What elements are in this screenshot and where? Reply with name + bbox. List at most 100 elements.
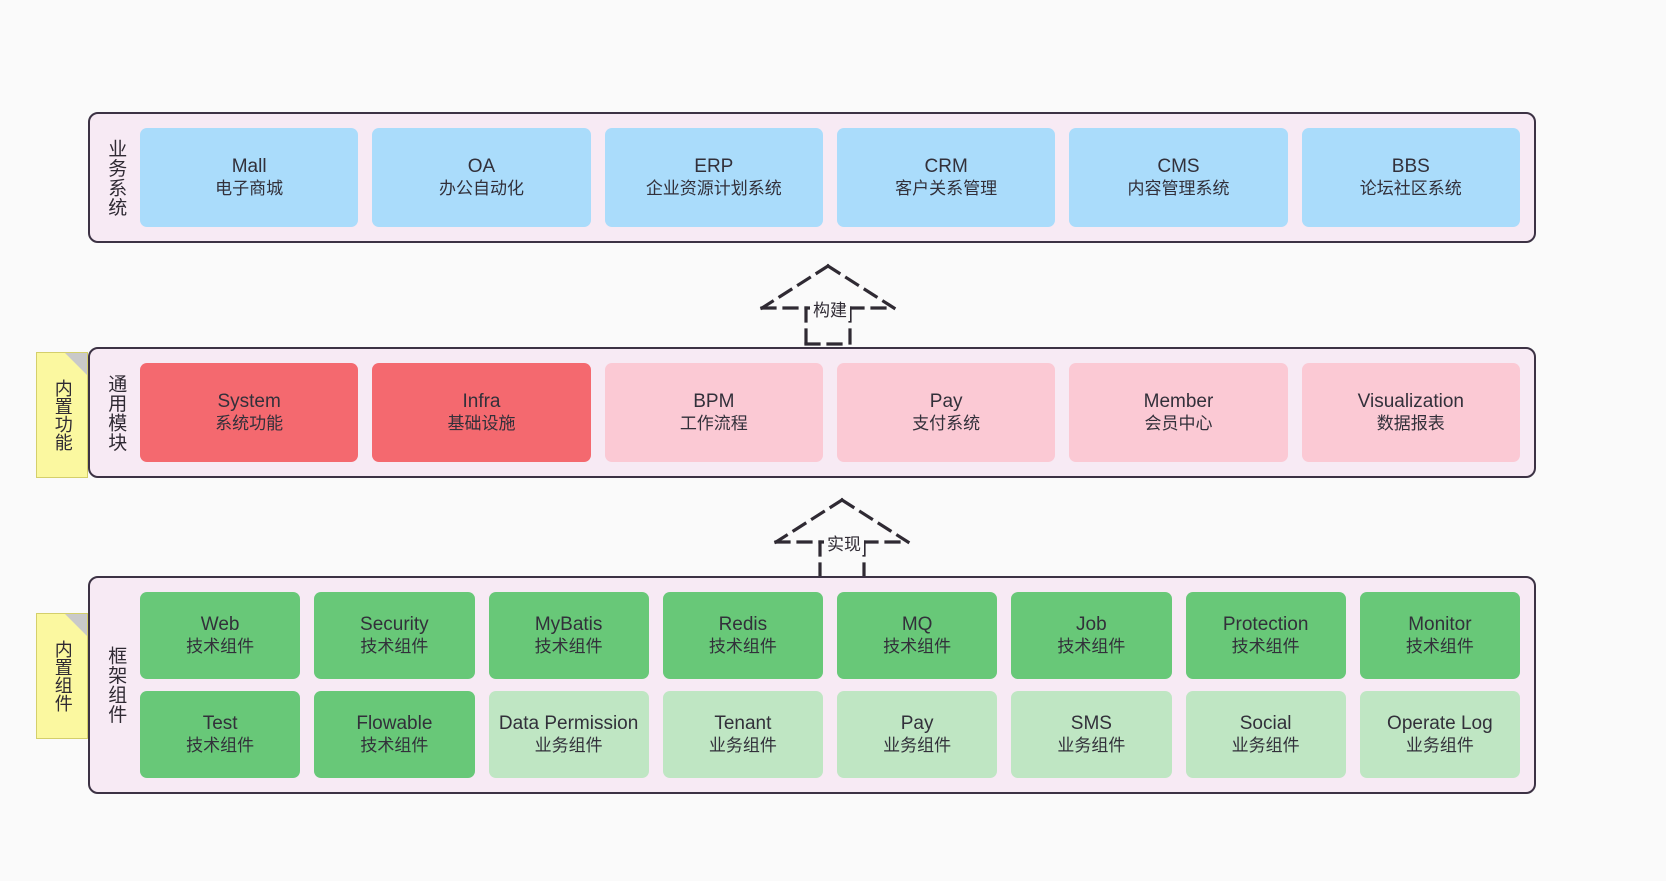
node-visualization[interactable]: Visualization 数据报表 (1301, 363, 1520, 462)
business-system-nodes: Mall 电子商城 OA 办公自动化 ERP 企业资源计划系统 CRM 客户关系… (140, 114, 1534, 241)
node-title: MQ (901, 613, 933, 635)
node-subtitle: 电子商城 (215, 178, 284, 198)
node-title: Flowable (356, 712, 433, 734)
node-subtitle: 基础设施 (447, 413, 516, 433)
node-crm[interactable]: CRM 客户关系管理 (836, 128, 1056, 227)
node-subtitle: 办公自动化 (438, 178, 524, 198)
node-monitor[interactable]: Monitor 技术组件 (1359, 592, 1520, 679)
node-mybatis[interactable]: MyBatis 技术组件 (488, 592, 649, 679)
node-tenant[interactable]: Tenant 业务组件 (662, 691, 823, 778)
note-fold-corner (65, 614, 87, 636)
node-subtitle: 系统功能 (215, 413, 284, 433)
node-pay-module[interactable]: Pay 支付系统 (836, 363, 1056, 462)
node-title: Data Permission (498, 712, 639, 734)
node-title: Operate Log (1387, 712, 1493, 734)
node-subtitle: 技术组件 (360, 735, 429, 755)
node-title: Job (1076, 613, 1107, 635)
node-protection[interactable]: Protection 技术组件 (1185, 592, 1346, 679)
node-subtitle: 业务组件 (1405, 735, 1474, 755)
node-subtitle: 技术组件 (186, 735, 255, 755)
node-subtitle: 客户关系管理 (895, 178, 998, 198)
node-subtitle: 业务组件 (534, 735, 603, 755)
node-title: ERP (694, 155, 734, 177)
node-title: MyBatis (534, 613, 603, 635)
node-bpm[interactable]: BPM 工作流程 (604, 363, 823, 462)
note-label: 内置功能 (52, 379, 73, 451)
node-subtitle: 业务组件 (883, 735, 952, 755)
node-bbs[interactable]: BBS 论坛社区系统 (1301, 128, 1520, 227)
node-system[interactable]: System 系统功能 (140, 363, 359, 462)
node-redis[interactable]: Redis 技术组件 (662, 592, 823, 679)
node-title: SMS (1070, 712, 1112, 734)
framework-row-business: Test 技术组件 Flowable 技术组件 Data Permission … (140, 691, 1520, 778)
note-fold-corner (65, 353, 87, 375)
node-title: CMS (1157, 155, 1200, 177)
node-title: Infra (462, 390, 501, 412)
node-erp[interactable]: ERP 企业资源计划系统 (604, 128, 823, 227)
node-member[interactable]: Member 会员中心 (1069, 363, 1288, 462)
node-subtitle: 技术组件 (186, 636, 255, 656)
layer-business-system: 业务系统 Mall 电子商城 OA 办公自动化 ERP 企业资源计划系统 CRM… (88, 112, 1536, 243)
node-oa[interactable]: OA 办公自动化 (372, 128, 591, 227)
node-operate-log[interactable]: Operate Log 业务组件 (1359, 691, 1520, 778)
connector-implement-label: 实现 (824, 530, 864, 555)
node-subtitle: 技术组件 (883, 636, 952, 656)
node-title: Tenant (714, 712, 772, 734)
connector-implement: 实现 (772, 496, 912, 582)
node-title: Mall (231, 155, 267, 177)
node-title: Pay (900, 712, 934, 734)
node-title: OA (467, 155, 496, 177)
connector-build: 构建 (758, 262, 898, 348)
node-subtitle: 技术组件 (708, 636, 777, 656)
node-title: Social (1239, 712, 1292, 734)
node-subtitle: 工作流程 (679, 413, 748, 433)
node-title: BPM (693, 390, 735, 412)
framework-row-tech: Web 技术组件 Security 技术组件 MyBatis 技术组件 Redi… (140, 592, 1520, 679)
node-subtitle: 业务组件 (1057, 735, 1126, 755)
node-pay-component[interactable]: Pay 业务组件 (837, 691, 998, 778)
common-module-nodes: System 系统功能 Infra 基础设施 BPM 工作流程 Pay 支付系统… (140, 349, 1534, 476)
node-subtitle: 会员中心 (1144, 413, 1213, 433)
node-test[interactable]: Test 技术组件 (140, 691, 301, 778)
layer-framework-component: 框架组件 Web 技术组件 Security 技术组件 MyBatis 技术组件… (88, 576, 1536, 794)
node-title: Monitor (1408, 613, 1472, 635)
connector-build-label: 构建 (810, 296, 850, 321)
node-subtitle: 技术组件 (360, 636, 429, 656)
node-security[interactable]: Security 技术组件 (314, 592, 475, 679)
node-title: BBS (1391, 155, 1430, 177)
node-subtitle: 企业资源计划系统 (645, 178, 782, 198)
node-subtitle: 内容管理系统 (1127, 178, 1230, 198)
node-subtitle: 数据报表 (1376, 413, 1445, 433)
node-title: Pay (929, 390, 963, 412)
node-mq[interactable]: MQ 技术组件 (837, 592, 998, 679)
node-mall[interactable]: Mall 电子商城 (140, 128, 359, 227)
framework-component-nodes: Web 技术组件 Security 技术组件 MyBatis 技术组件 Redi… (140, 578, 1534, 792)
node-subtitle: 业务组件 (1231, 735, 1300, 755)
node-subtitle: 支付系统 (912, 413, 981, 433)
node-title: Redis (718, 613, 768, 635)
node-sms[interactable]: SMS 业务组件 (1011, 691, 1172, 778)
node-flowable[interactable]: Flowable 技术组件 (314, 691, 475, 778)
node-title: Web (200, 613, 240, 635)
node-subtitle: 技术组件 (1057, 636, 1126, 656)
node-subtitle: 论坛社区系统 (1359, 178, 1462, 198)
node-title: Security (360, 613, 429, 635)
node-title: System (217, 390, 281, 412)
node-social[interactable]: Social 业务组件 (1185, 691, 1346, 778)
node-title: Test (202, 712, 238, 734)
node-title: Member (1143, 390, 1214, 412)
node-subtitle: 技术组件 (1405, 636, 1474, 656)
node-title: CRM (924, 155, 968, 177)
node-title: Visualization (1357, 390, 1464, 412)
note-builtin-function: 内置功能 (36, 352, 88, 478)
node-subtitle: 技术组件 (1231, 636, 1300, 656)
node-title: Protection (1222, 613, 1309, 635)
note-label: 内置组件 (52, 640, 73, 712)
node-web[interactable]: Web 技术组件 (140, 592, 301, 679)
node-infra[interactable]: Infra 基础设施 (372, 363, 591, 462)
node-job[interactable]: Job 技术组件 (1011, 592, 1172, 679)
node-data-permission[interactable]: Data Permission 业务组件 (488, 691, 649, 778)
node-cms[interactable]: CMS 内容管理系统 (1069, 128, 1288, 227)
layer-title-common-module: 通用模块 (105, 373, 127, 452)
